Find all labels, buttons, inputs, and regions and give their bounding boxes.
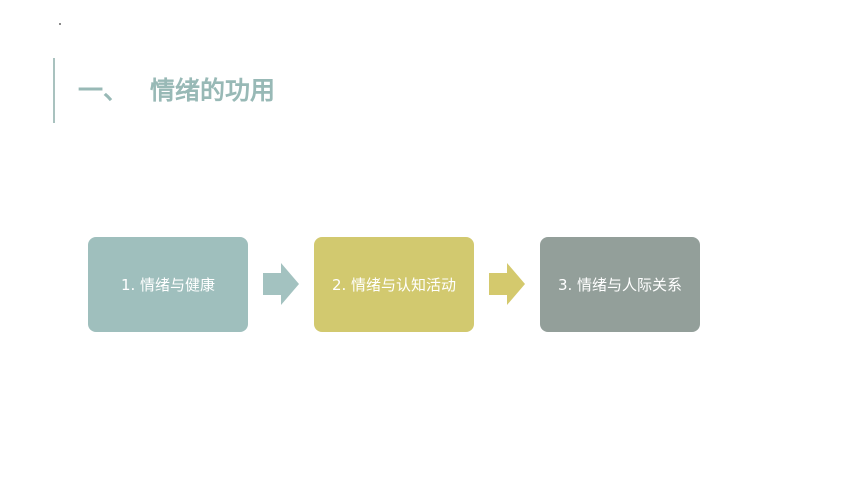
flow-step-relationships: 3. 情绪与人际关系 [540,237,700,332]
flow-step-cognition: 2. 情绪与认知活动 [314,237,474,332]
flow-step-health: 1. 情绪与健康 [88,237,248,332]
title-text: 情绪的功用 [150,76,276,105]
right-arrow-icon [489,263,525,305]
right-arrow-icon [263,263,299,305]
flow-step-label: 3. 情绪与人际关系 [557,276,683,294]
flow-step-label: 2. 情绪与认知活动 [331,276,457,294]
page-title: 一、情绪的功用 [78,71,275,111]
corner-dot-mark [59,23,61,25]
title-accent-bar [53,58,55,123]
title-number: 一、 [78,76,129,105]
flow-step-label: 1. 情绪与健康 [120,276,216,294]
